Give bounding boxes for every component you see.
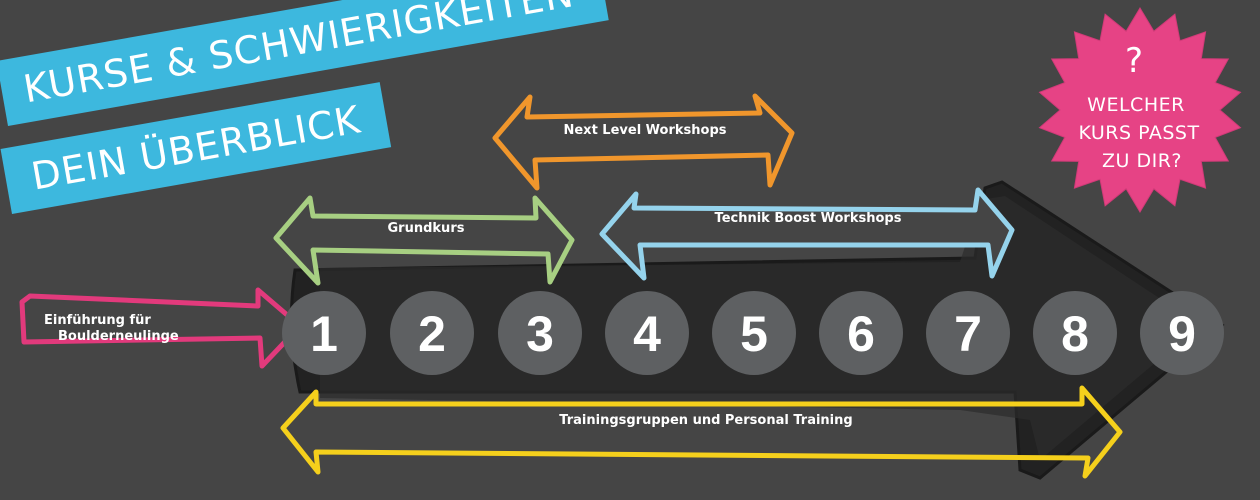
course-finder-badge [1038, 7, 1242, 213]
level-circle-9 [1140, 291, 1224, 375]
level-circle-2 [390, 291, 474, 375]
level-number-3: 3 [526, 306, 554, 362]
next-level-workshops-label: Next Level Workshops [563, 123, 726, 138]
badge-line-2: KURS PASST [1078, 122, 1199, 144]
level-circle-4 [605, 291, 689, 375]
technik-boost-workshops-arrow [599, 187, 1015, 281]
einfuehrung-label-line-2: Boulderneulinge [58, 329, 179, 344]
level-number-4: 4 [633, 306, 661, 362]
level-number-9: 9 [1168, 306, 1196, 362]
next-level-workshops-arrow [492, 93, 795, 191]
badge-line-3: ZU DIR? [1102, 150, 1182, 172]
einfuehrung-label-line-1: Einführung für [44, 313, 151, 328]
level-number-1: 1 [310, 306, 338, 362]
level-circle-5 [712, 291, 796, 375]
technik-boost-workshops-label: Technik Boost Workshops [715, 211, 902, 226]
training-arrow [280, 385, 1123, 479]
training-label: Trainingsgruppen und Personal Training [559, 413, 852, 428]
grundkurs-label: Grundkurs [388, 221, 465, 236]
level-number-6: 6 [847, 306, 875, 362]
badge-question-mark: ? [1125, 41, 1143, 81]
level-circle-1 [282, 291, 366, 375]
level-circles [282, 291, 1224, 375]
level-number-8: 8 [1061, 306, 1089, 362]
level-number-7: 7 [954, 306, 982, 362]
grundkurs-arrow [273, 195, 575, 286]
level-numbers: 1 2 3 4 5 6 7 8 9 [310, 306, 1196, 362]
badge-line-1: WELCHER [1087, 94, 1185, 116]
level-circle-8 [1033, 291, 1117, 375]
level-number-5: 5 [740, 306, 768, 362]
level-circle-7 [926, 291, 1010, 375]
einfuehrung-arrow [19, 287, 303, 369]
level-number-2: 2 [418, 306, 446, 362]
level-circle-6 [819, 291, 903, 375]
level-circle-3 [498, 291, 582, 375]
